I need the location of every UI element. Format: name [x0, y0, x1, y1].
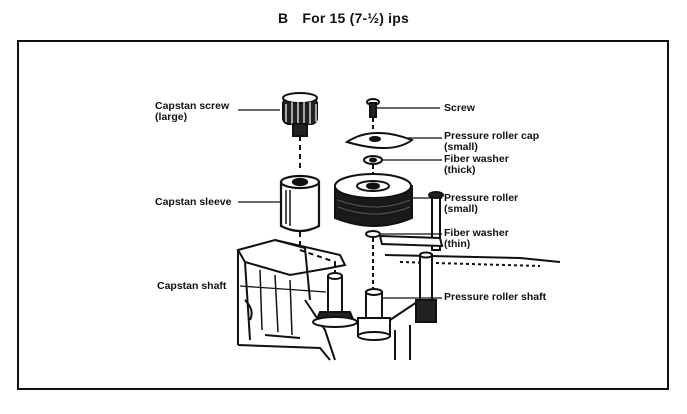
label-capstan-screw-line1: Capstan screw — [155, 100, 230, 112]
capstan-sleeve — [279, 174, 321, 233]
label-fiber-washer-thick: Fiber washer (thick) — [444, 154, 509, 176]
label-fiber-washer-thick-line2: (thick) — [444, 164, 476, 176]
capstan-screw-large — [282, 92, 318, 137]
pressure-roller — [334, 173, 413, 227]
label-capstan-screw: Capstan screw (large) — [155, 101, 229, 123]
title-caption: For 15 (7-½) ips — [302, 10, 409, 26]
fiber-washer-thin — [365, 230, 381, 238]
label-screw: Screw — [444, 102, 475, 114]
diagram-frame — [17, 40, 669, 390]
label-pressure-roller-cap-line2: (small) — [444, 141, 478, 153]
label-capstan-sleeve: Capstan sleeve — [155, 196, 232, 208]
label-capstan-screw-line2: (large) — [155, 111, 188, 123]
label-pressure-roller: Pressure roller (small) — [444, 193, 518, 215]
title-letter: B — [278, 10, 289, 26]
label-capstan-shaft: Capstan shaft — [157, 280, 227, 292]
deck-chassis — [236, 238, 347, 361]
label-pressure-roller-line2: (small) — [444, 203, 478, 215]
right-plate — [384, 254, 561, 360]
screw — [366, 98, 380, 118]
capstan-axis-line-mid — [299, 232, 336, 272]
label-pressure-roller-cap: Pressure roller cap (small) — [444, 131, 539, 153]
label-pressure-roller-line1: Pressure roller — [444, 192, 519, 204]
pressure-roller-cap — [344, 131, 415, 150]
label-pressure-roller-shaft: Pressure roller shaft — [444, 291, 547, 303]
label-fiber-washer-thin: Fiber washer (thin) — [444, 228, 509, 250]
label-fiber-washer-thin-line2: (thin) — [444, 238, 471, 250]
pressure-roller-shaft — [357, 288, 391, 341]
leader-lines — [238, 107, 442, 299]
diagram-title: B For 15 (7-½) ips — [0, 10, 687, 26]
pressure-roller-arm — [378, 191, 444, 323]
label-pressure-roller-cap-line1: Pressure roller cap — [444, 130, 540, 142]
fiber-washer-thick — [363, 155, 383, 165]
capstan-shaft — [312, 272, 358, 328]
label-fiber-washer-thin-line1: Fiber washer — [444, 227, 509, 239]
label-fiber-washer-thick-line1: Fiber washer — [444, 153, 509, 165]
